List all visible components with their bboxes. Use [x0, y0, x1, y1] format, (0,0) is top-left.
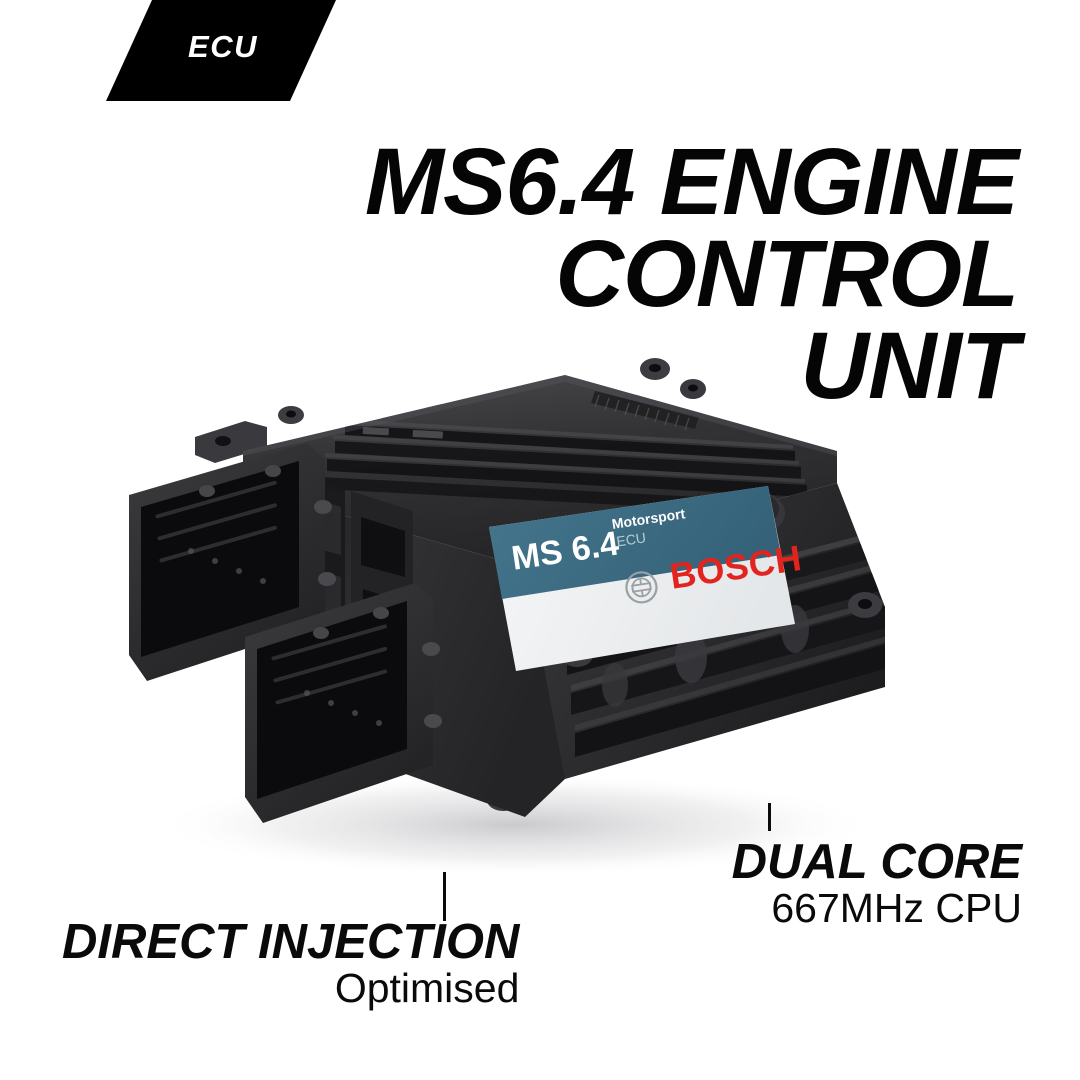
- ecu-mounting-tab: [195, 406, 304, 463]
- callout-tick-direct-injection: [443, 872, 446, 921]
- callout-dual-core-title: DUAL CORE: [731, 835, 1022, 889]
- ecu-connector-lower: [245, 583, 442, 823]
- ecu-top-posts: [640, 358, 706, 399]
- page-title-line-2: CONTROL: [555, 221, 1019, 328]
- product-shadow: [155, 773, 875, 877]
- page-title-line-1: MS6.4 ENGINE: [364, 129, 1019, 235]
- callout-dual-core: DUAL CORE 667MHz CPU: [732, 838, 1022, 930]
- category-badge: ECU: [106, 0, 336, 101]
- callout-direct-injection-title: DIRECT INJECTION: [62, 915, 520, 969]
- product-label: MS 6.4 Motorsport ECU BOSCH: [489, 486, 804, 671]
- ecu-top-fins: [321, 391, 811, 515]
- page-title-line-3: UNIT: [800, 313, 1019, 420]
- bosch-armature-icon: [625, 571, 658, 604]
- product-image: MS 6.4 Motorsport ECU BOSCH: [95, 355, 915, 877]
- ecu-connector-upper: [129, 443, 336, 681]
- page-title: MS6.4 ENGINE CONTROL UNIT: [318, 129, 1019, 420]
- callout-direct-injection-subtitle: Optimised: [334, 965, 520, 1011]
- category-badge-label: ECU: [188, 29, 258, 64]
- label-subtagline: ECU: [615, 529, 647, 549]
- callout-direct-injection: DIRECT INJECTION Optimised: [62, 918, 519, 1010]
- callout-dual-core-subtitle: 667MHz CPU: [771, 885, 1022, 931]
- callout-tick-dual-core: [768, 803, 771, 831]
